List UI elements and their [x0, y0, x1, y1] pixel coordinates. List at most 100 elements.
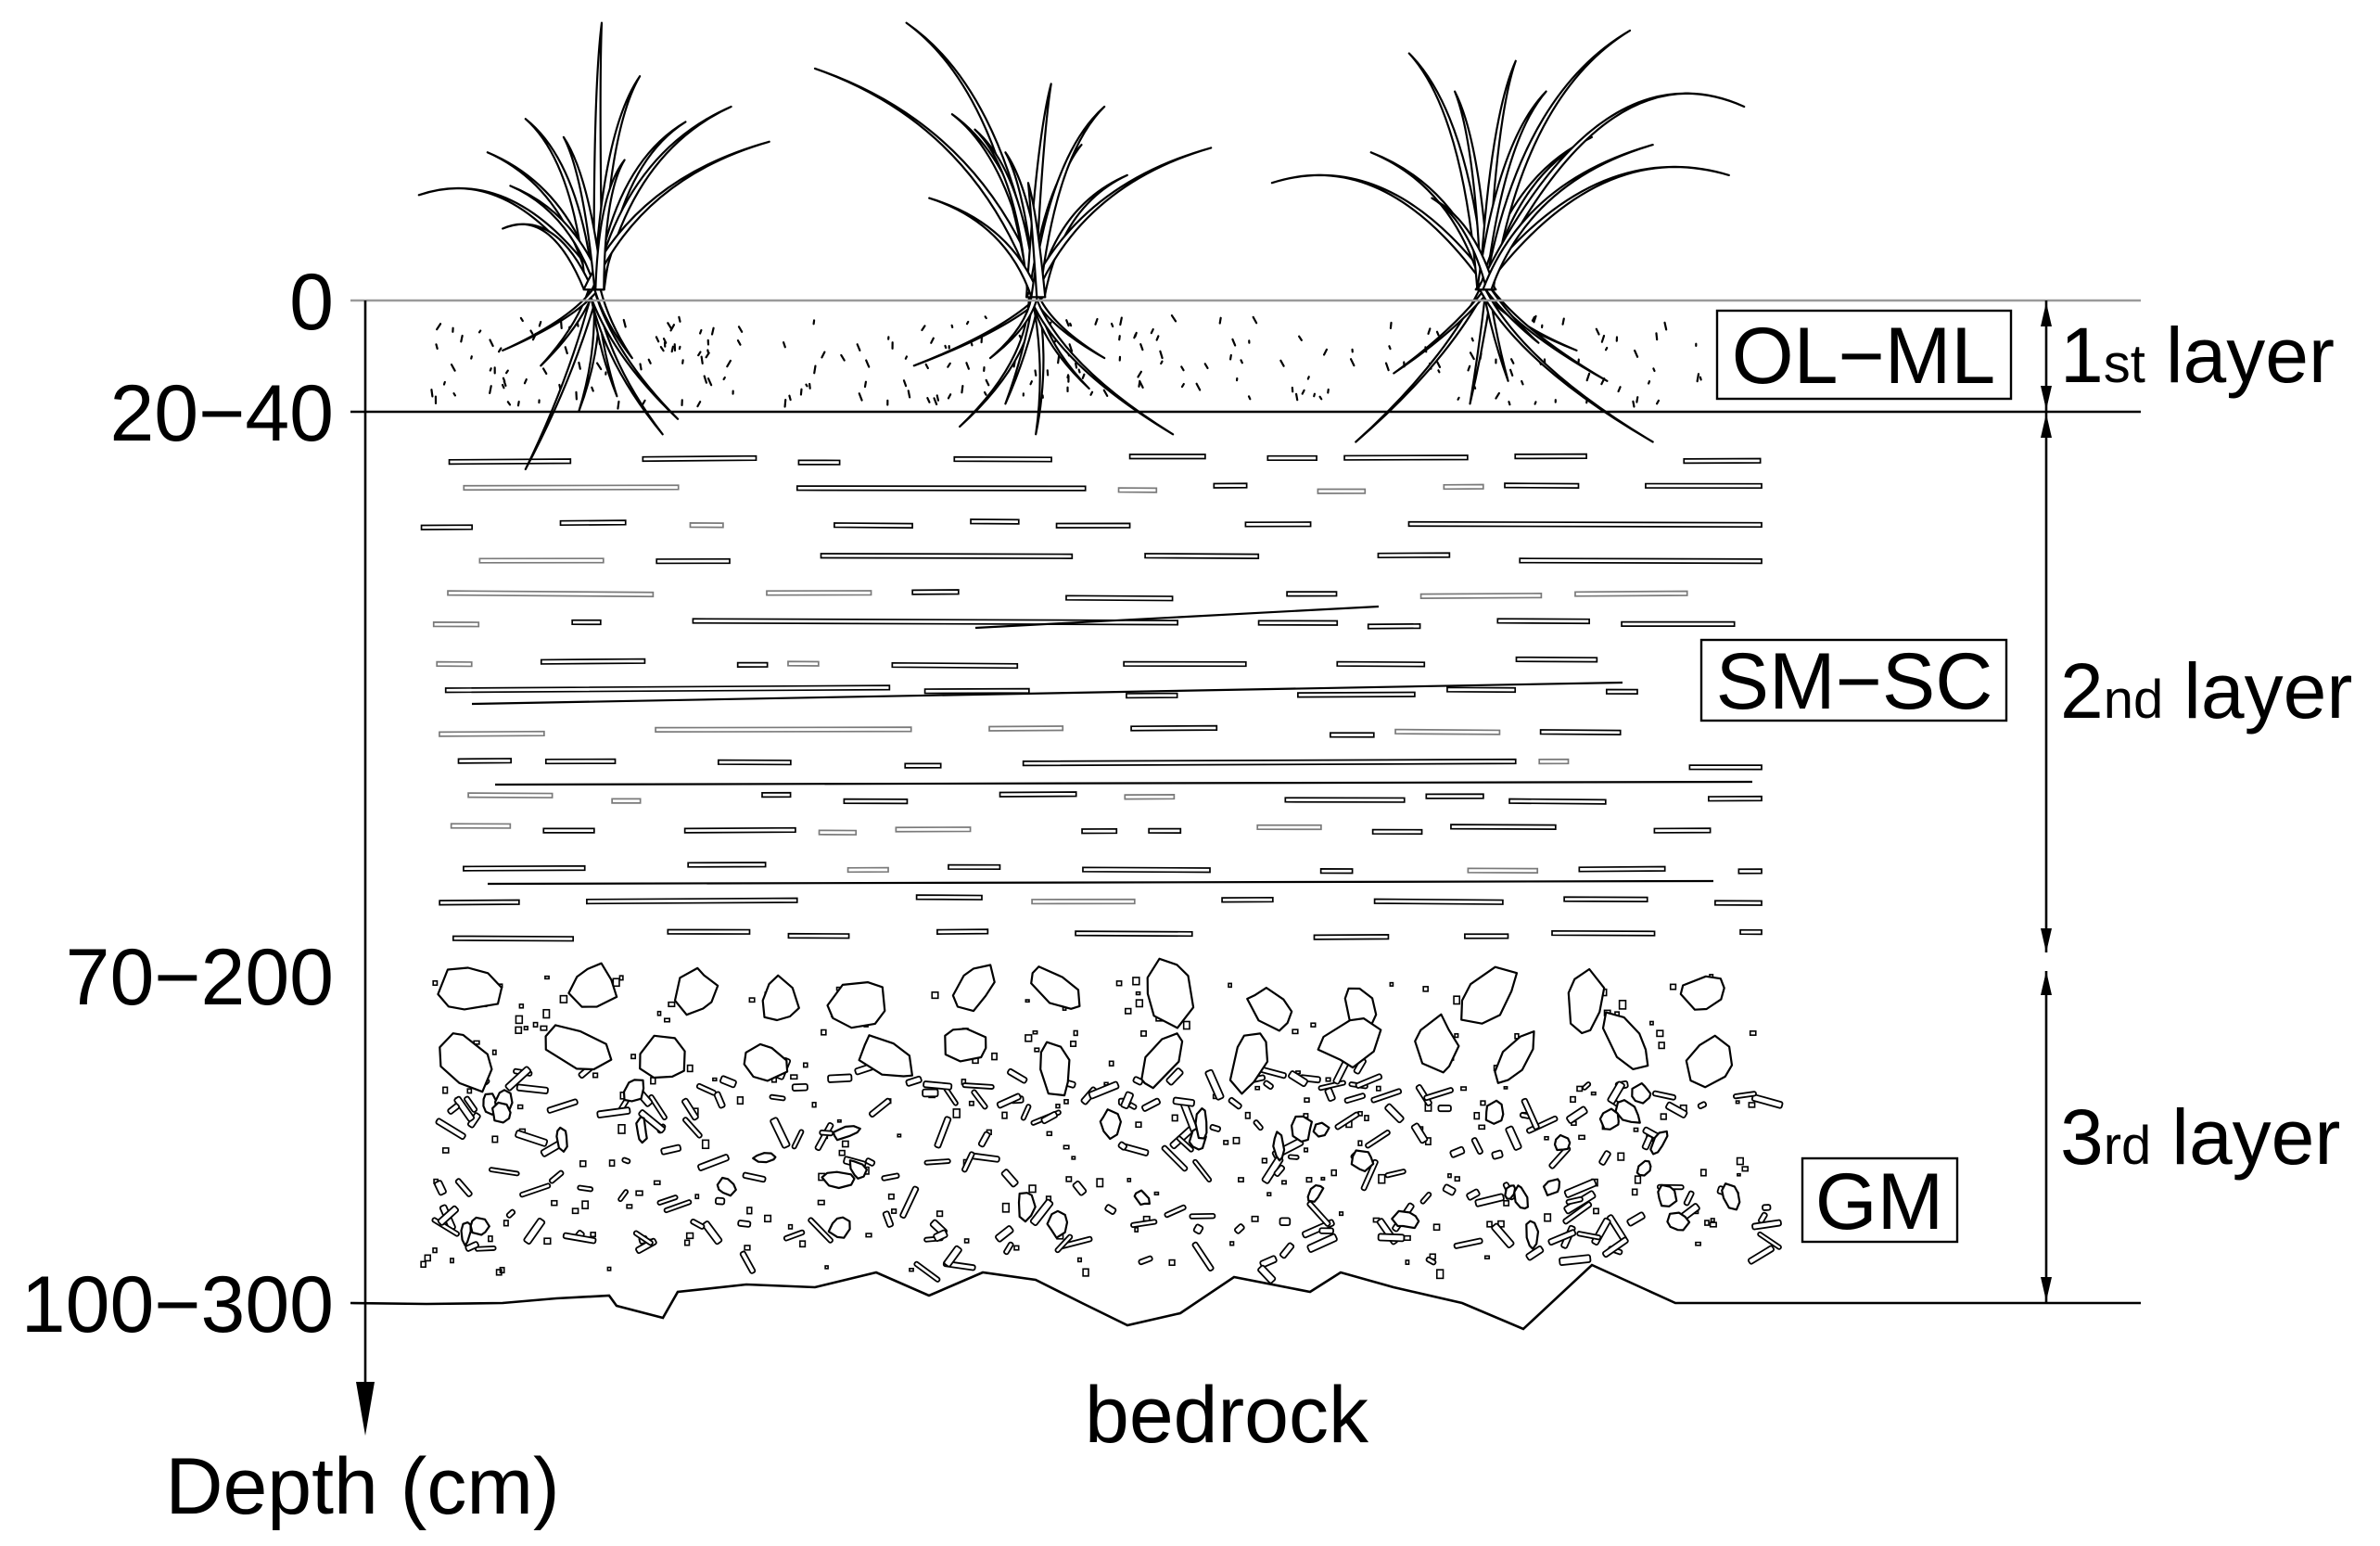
- gravel-speck: [790, 1074, 798, 1080]
- lamination-dash: [915, 894, 983, 901]
- grass-blade: [524, 118, 595, 291]
- lamination-dash: [1082, 866, 1211, 874]
- gravel-speck: [1454, 1176, 1460, 1182]
- lamination-dash: [571, 619, 602, 626]
- gravel-chip: [1259, 1255, 1278, 1269]
- lamination-dash: [655, 557, 731, 565]
- gravel-speck: [1618, 1000, 1627, 1010]
- gravel-chip: [475, 1246, 497, 1252]
- lamination-dash: [436, 660, 473, 668]
- gravel-speck: [1025, 1034, 1033, 1042]
- gravel-speck: [617, 1124, 626, 1134]
- soil-speck: [436, 323, 442, 331]
- soil-speck: [1495, 391, 1500, 400]
- soil-speck: [933, 397, 938, 406]
- gravel-speck: [1432, 1223, 1441, 1232]
- gravel-pebble: [469, 1216, 490, 1236]
- arrowhead-down: [2041, 1277, 2052, 1301]
- lamination-dash: [717, 759, 792, 766]
- lamination-dash: [1419, 593, 1543, 599]
- soil-speck: [1102, 389, 1109, 397]
- gravel-speck: [1135, 990, 1141, 996]
- gravel-speck: [1135, 1121, 1142, 1129]
- soil-speck: [678, 315, 681, 323]
- lamination-dash: [953, 455, 1052, 463]
- gravel-speck: [1232, 1136, 1241, 1144]
- soil-speck: [617, 400, 620, 410]
- soil-speck: [502, 377, 506, 383]
- soil-speck: [907, 390, 911, 399]
- soil-speck: [1069, 322, 1073, 327]
- gravel-chip: [1565, 1195, 1584, 1206]
- soil-speck: [706, 377, 713, 387]
- gravel-chip: [1384, 1103, 1405, 1124]
- depth-tick-label-0: 0: [289, 258, 334, 347]
- gravel-speck: [1737, 1172, 1741, 1177]
- gravel-chip: [1263, 1080, 1274, 1091]
- lamination-dash: [797, 459, 841, 466]
- bedrock-label: bedrock: [1085, 1371, 1369, 1460]
- lamination-dash: [687, 862, 767, 868]
- gravel-chip: [934, 1116, 952, 1149]
- gravel-chip: [434, 1180, 447, 1196]
- lamination-dash: [1367, 623, 1421, 630]
- soil-speck: [737, 326, 744, 333]
- soil-speck: [659, 345, 665, 352]
- gravel-chip: [504, 1066, 532, 1092]
- arrowhead-up: [2041, 414, 2052, 438]
- gravel-speck: [909, 1268, 914, 1272]
- gravel-chip: [1176, 1135, 1194, 1153]
- soil-speck: [1585, 372, 1591, 382]
- gravel-chip: [1072, 1180, 1088, 1196]
- gravel-chip: [617, 1189, 630, 1203]
- gravel-pebble: [1598, 1107, 1620, 1131]
- lamination-dash: [1621, 620, 1736, 627]
- gravel-speck: [663, 1017, 671, 1023]
- soil-speck: [1218, 316, 1222, 325]
- depth-tick-label-2: 70−200: [66, 933, 334, 1022]
- gravel-speck: [1447, 1173, 1452, 1179]
- grass-blade: [1026, 182, 1047, 299]
- soil-speck: [1057, 355, 1061, 364]
- lamination-dash: [1394, 728, 1501, 735]
- gravel-speck: [1669, 983, 1677, 990]
- gravel-chip: [783, 1229, 806, 1242]
- lamination-dash: [1075, 930, 1193, 938]
- gravel-speck: [1281, 1180, 1287, 1185]
- gravel-chip: [1602, 1236, 1629, 1259]
- gravel-speck: [590, 1232, 596, 1238]
- gravel-speck: [488, 1235, 493, 1243]
- soil-speck: [788, 394, 792, 402]
- soil-speck: [1595, 327, 1600, 336]
- gravel-pebble: [832, 1125, 861, 1142]
- layer-code-text: GM: [1815, 1157, 1944, 1246]
- gravel-speck: [515, 1026, 523, 1034]
- soil-speck: [808, 382, 811, 390]
- gravel-chip: [868, 1097, 892, 1118]
- gravel-chip: [1697, 1101, 1708, 1110]
- gravel-cobble: [1246, 986, 1293, 1032]
- gravel-speck: [1001, 1111, 1008, 1119]
- soil-speck: [1159, 350, 1164, 360]
- gravel-speck: [1473, 1111, 1481, 1120]
- soil-speck: [1534, 401, 1537, 405]
- gravel-chip: [1547, 1229, 1577, 1246]
- gravel-pebble: [827, 1216, 851, 1239]
- gravel-chip: [1751, 1219, 1782, 1231]
- lamination-dash: [1343, 454, 1469, 461]
- gravel-chip: [882, 1210, 895, 1228]
- gravel-speck: [1503, 1199, 1510, 1207]
- gravel-chip: [1104, 1204, 1117, 1215]
- lamination-dash: [667, 928, 751, 935]
- gravel-speck: [1634, 1175, 1642, 1184]
- soil-speck: [430, 389, 434, 398]
- gravel-chip: [548, 1169, 565, 1184]
- soil-speck: [1508, 401, 1511, 406]
- lamination-dash: [452, 935, 575, 942]
- soil-speck: [670, 345, 675, 353]
- gravel-chip: [742, 1171, 767, 1183]
- soil-speck: [1139, 379, 1144, 390]
- gravel-speck: [442, 1086, 449, 1094]
- gravel-cobble: [944, 1028, 987, 1063]
